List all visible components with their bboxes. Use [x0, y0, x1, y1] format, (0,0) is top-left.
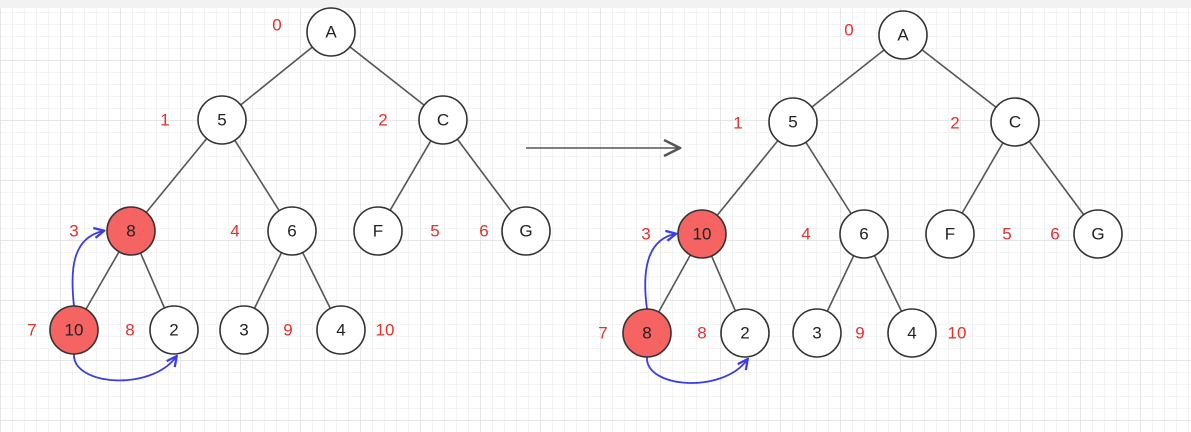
node-index-label: 5 — [1002, 225, 1011, 244]
heap-node: 5 — [768, 97, 818, 147]
node-label: 8 — [126, 222, 135, 241]
node-index-label: 0 — [272, 16, 281, 35]
node-label: G — [1091, 225, 1104, 244]
heap-node: F — [353, 206, 403, 256]
node-circle — [316, 305, 366, 355]
node-circle — [839, 209, 889, 259]
node-circle — [197, 95, 247, 145]
node-label: 4 — [336, 321, 345, 340]
node-circle — [267, 206, 317, 256]
swap-arrow — [644, 234, 675, 310]
node-index-label: 10 — [376, 321, 395, 340]
node-label: C — [437, 111, 449, 130]
node-label: 6 — [287, 222, 296, 241]
heap-node: 4 — [316, 305, 366, 355]
node-label: 2 — [169, 321, 178, 340]
heap-node: 5 — [197, 95, 247, 145]
node-circle — [1073, 209, 1123, 259]
heap-node: 2 — [720, 308, 770, 358]
heap-node: G — [501, 206, 551, 256]
node-label: 4 — [907, 324, 916, 343]
heap-node: 4 — [887, 308, 937, 358]
node-circle — [418, 95, 468, 145]
node-circle — [878, 10, 928, 60]
swap-arrow — [71, 231, 103, 307]
heap-node: C — [418, 95, 468, 145]
node-circle — [306, 7, 356, 57]
highlighted-node-circle — [622, 308, 672, 358]
node-circle — [149, 305, 199, 355]
node-circle — [219, 305, 269, 355]
node-label: 5 — [217, 111, 226, 130]
node-label: F — [945, 225, 955, 244]
node-index-label: 1 — [160, 111, 169, 130]
highlighted-node-circle — [106, 206, 156, 256]
node-label: 3 — [239, 321, 248, 340]
node-index-label: 0 — [844, 21, 853, 40]
heap-node: C — [990, 97, 1040, 147]
heap-node: F — [925, 209, 975, 259]
node-label: C — [1009, 113, 1021, 132]
node-index-label: 4 — [801, 225, 810, 244]
node-label: 8 — [642, 324, 651, 343]
heap-node: A — [878, 10, 928, 60]
node-label: 5 — [788, 113, 797, 132]
node-index-label: 8 — [697, 324, 706, 343]
node-circle — [925, 209, 975, 259]
node-index-label: 9 — [855, 324, 864, 343]
node-index-label: 4 — [230, 222, 239, 241]
heap-node: A — [306, 7, 356, 57]
heap-node: 2 — [149, 305, 199, 355]
swap-arrow — [73, 353, 176, 382]
node-index-label: 5 — [430, 222, 439, 241]
node-label: G — [519, 222, 532, 241]
node-circle — [768, 97, 818, 147]
node-label: 3 — [812, 324, 821, 343]
node-circle — [792, 308, 842, 358]
node-index-label: 1 — [733, 114, 742, 133]
heap-node: 6 — [267, 206, 317, 256]
node-circle — [353, 206, 403, 256]
heap-node: 3 — [219, 305, 269, 355]
node-index-label: 3 — [641, 225, 650, 244]
highlighted-node-circle — [677, 209, 727, 259]
swap-arrow — [646, 356, 747, 384]
highlighted-node-circle — [49, 305, 99, 355]
top-strip — [0, 0, 1191, 8]
node-circle — [720, 308, 770, 358]
node-label: 10 — [693, 225, 712, 244]
node-label: 2 — [740, 324, 749, 343]
node-circle — [887, 308, 937, 358]
heap-node: 10 — [677, 209, 727, 259]
node-index-label: 7 — [27, 321, 36, 340]
node-index-label: 10 — [948, 324, 967, 343]
node-label: 10 — [65, 321, 84, 340]
heap-node: G — [1073, 209, 1123, 259]
node-index-label: 6 — [1050, 225, 1059, 244]
node-index-label: 6 — [479, 222, 488, 241]
node-index-label: 8 — [125, 321, 134, 340]
node-label: 6 — [859, 225, 868, 244]
heap-node: 10 — [49, 305, 99, 355]
node-index-label: 2 — [378, 111, 387, 130]
heap-node: 8 — [622, 308, 672, 358]
heap-node: 6 — [839, 209, 889, 259]
node-label: A — [897, 26, 909, 45]
node-circle — [990, 97, 1040, 147]
node-label: A — [325, 23, 337, 42]
node-index-label: 3 — [69, 222, 78, 241]
heap-node: 8 — [106, 206, 156, 256]
node-label: F — [373, 222, 383, 241]
node-circle — [501, 206, 551, 256]
node-index-label: 7 — [598, 324, 607, 343]
node-index-label: 9 — [283, 321, 292, 340]
heap-node: 3 — [792, 308, 842, 358]
node-index-label: 2 — [950, 114, 959, 133]
